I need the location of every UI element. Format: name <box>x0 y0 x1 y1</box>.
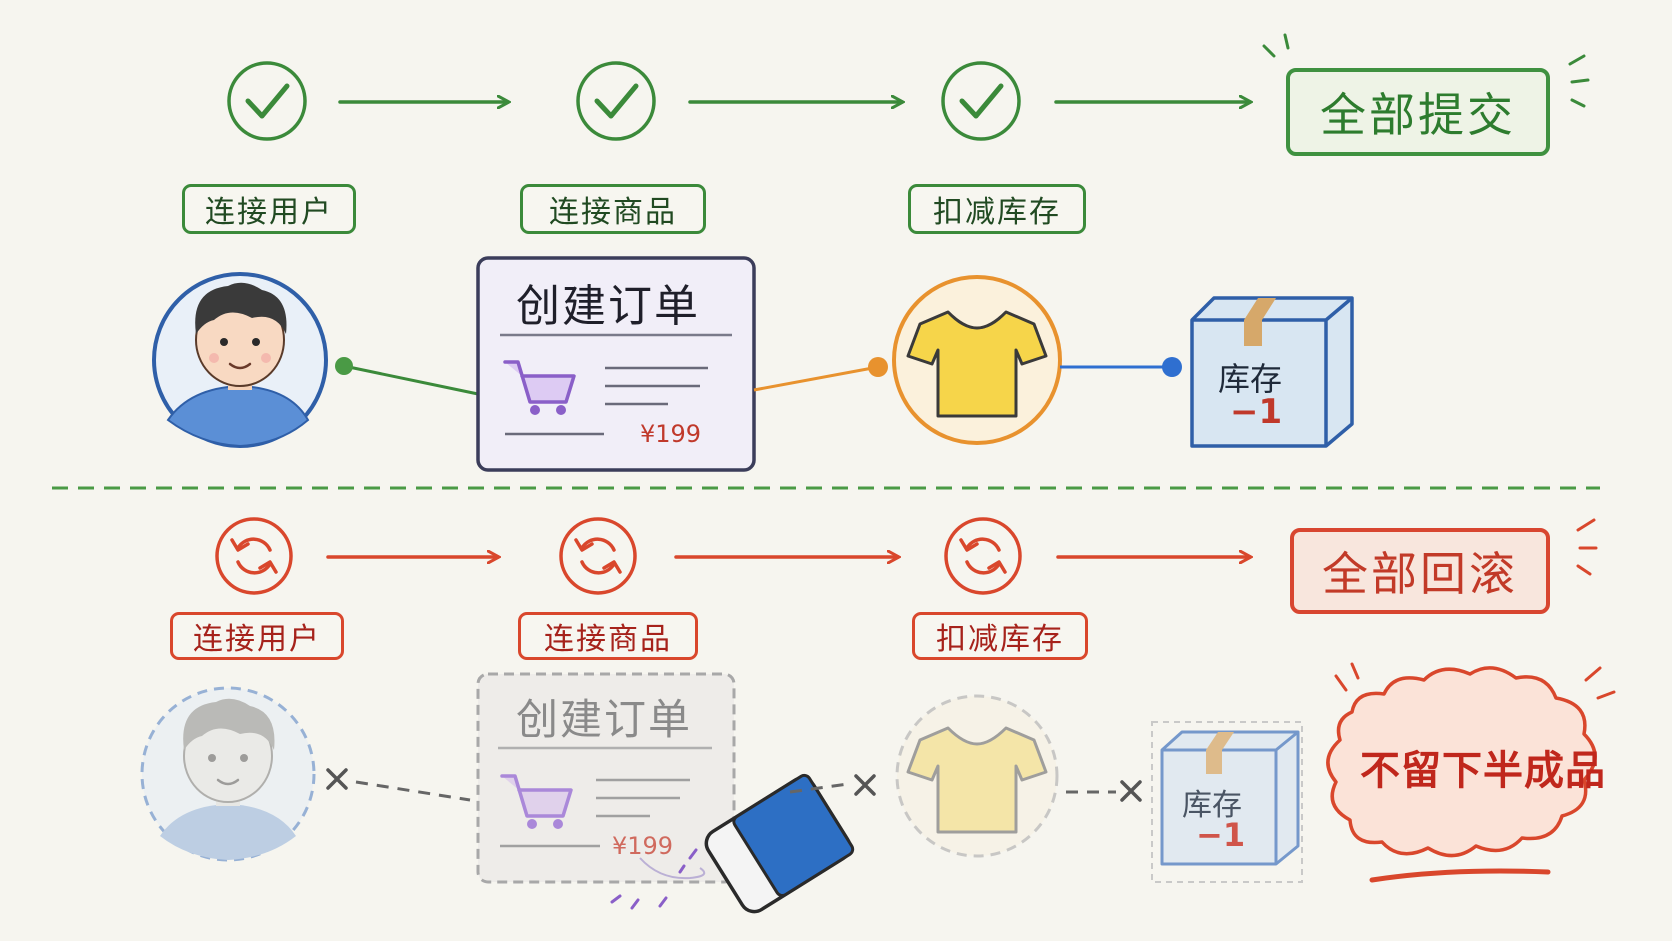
shopping-cart-icon <box>503 360 576 415</box>
box-delta-faded: −1 <box>1196 816 1246 854</box>
rollback-icon <box>215 517 293 595</box>
box-label: 库存 <box>1218 360 1283 398</box>
order-price-faded: ¥199 <box>612 832 674 860</box>
check-circle-icon <box>941 61 1021 141</box>
connector-line <box>753 365 879 392</box>
user-avatar-icon <box>152 272 328 448</box>
eraser-icon <box>610 773 855 914</box>
inventory-box-icon <box>1190 296 1354 448</box>
check-circle-icon <box>227 61 307 141</box>
cross-icon <box>1120 780 1142 802</box>
order-card-icon <box>476 256 756 472</box>
order-card-title-faded: 创建订单 <box>516 695 693 744</box>
tshirt-icon <box>895 694 1059 858</box>
commit-result-badge: 全部提交 <box>1286 68 1550 156</box>
commit-step-label-user: 连接用户 <box>182 184 356 234</box>
cross-icon <box>854 774 876 796</box>
tshirt-icon <box>892 275 1062 445</box>
commit-step-label-product: 连接商品 <box>520 184 706 234</box>
broken-connector <box>789 782 849 794</box>
shopping-cart-icon <box>500 774 573 829</box>
connector-dot <box>868 357 888 377</box>
box-delta: −1 <box>1230 392 1283 432</box>
cross-icon <box>326 768 348 790</box>
order-card-icon <box>476 672 736 884</box>
rollback-icon <box>559 517 637 595</box>
commit-step-label-stock: 扣减库存 <box>908 184 1086 234</box>
rollback-result-badge: 全部回滚 <box>1290 528 1550 614</box>
connector-dot <box>335 357 353 375</box>
check-circle-icon <box>576 61 656 141</box>
broken-connector <box>355 780 471 802</box>
connector-line <box>343 364 479 396</box>
emphasis-strokes <box>1262 33 1590 108</box>
connector-dot <box>1162 357 1182 377</box>
inventory-box-icon <box>1151 721 1303 883</box>
box-label-faded: 库存 <box>1182 788 1242 823</box>
order-card-title: 创建订单 <box>516 281 700 332</box>
rollback-step-label-stock: 扣减库存 <box>912 612 1088 660</box>
user-avatar-icon <box>140 686 316 862</box>
emphasis-strokes <box>1576 518 1598 576</box>
rollback-step-label-user: 连接用户 <box>170 612 344 660</box>
rollback-slogan: 不留下半成品 <box>1360 748 1606 794</box>
burst-cloud-icon <box>1326 662 1616 883</box>
rollback-step-label-product: 连接商品 <box>518 612 698 660</box>
order-price: ¥199 <box>640 420 702 448</box>
rollback-icon <box>944 517 1022 595</box>
